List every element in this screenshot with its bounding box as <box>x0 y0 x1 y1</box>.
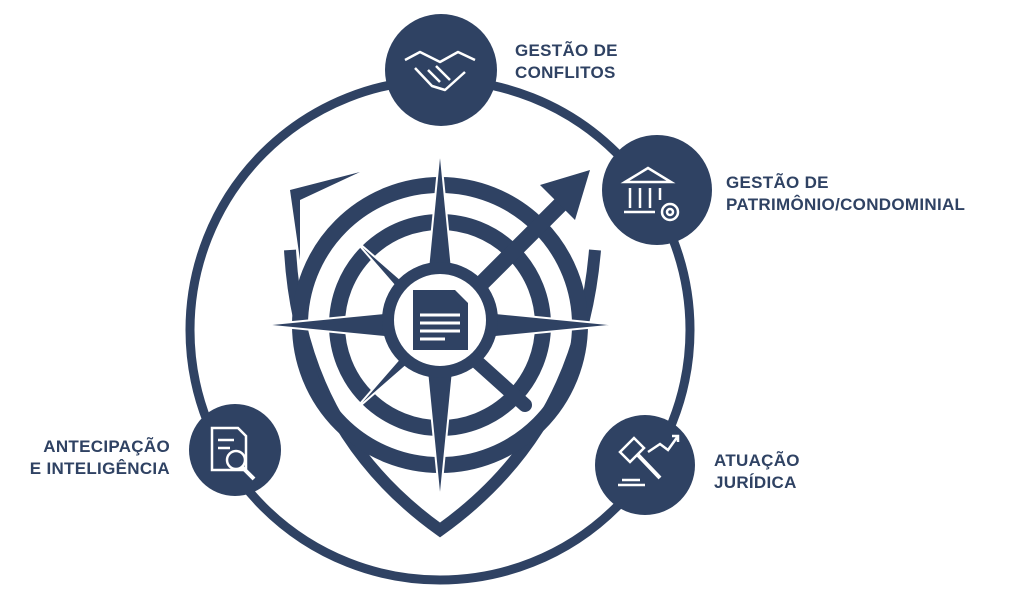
node-patrimonio <box>602 135 712 245</box>
label-patrimonio: GESTÃO DE PATRIMÔNIO/CONDOMINIAL <box>726 172 965 216</box>
label-line: ATUAÇÃO <box>714 451 800 470</box>
label-line: PATRIMÔNIO/CONDOMINIAL <box>726 195 966 214</box>
handshake-icon <box>404 50 476 92</box>
document-search-icon <box>210 426 256 481</box>
label-line: E INTELIGÊNCIA <box>29 459 170 478</box>
bank-gear-icon <box>620 166 680 222</box>
label-juridica: ATUAÇÃO JURÍDICA <box>714 450 800 494</box>
label-line: JURÍDICA <box>714 473 797 492</box>
label-antecipacao: ANTECIPAÇÃO E INTELIGÊNCIA <box>24 436 170 480</box>
node-conflitos <box>385 14 497 126</box>
compass-shield-document-search-icon <box>261 147 619 538</box>
node-juridica <box>595 415 695 515</box>
label-conflitos: GESTÃO DE CONFLITOS <box>515 40 618 84</box>
label-line: GESTÃO DE <box>726 173 829 192</box>
node-antecipacao <box>189 404 281 496</box>
gavel-chart-icon <box>618 434 680 487</box>
label-line: ANTECIPAÇÃO <box>43 437 170 456</box>
label-line: CONFLITOS <box>515 63 616 82</box>
label-line: GESTÃO DE <box>515 41 618 60</box>
